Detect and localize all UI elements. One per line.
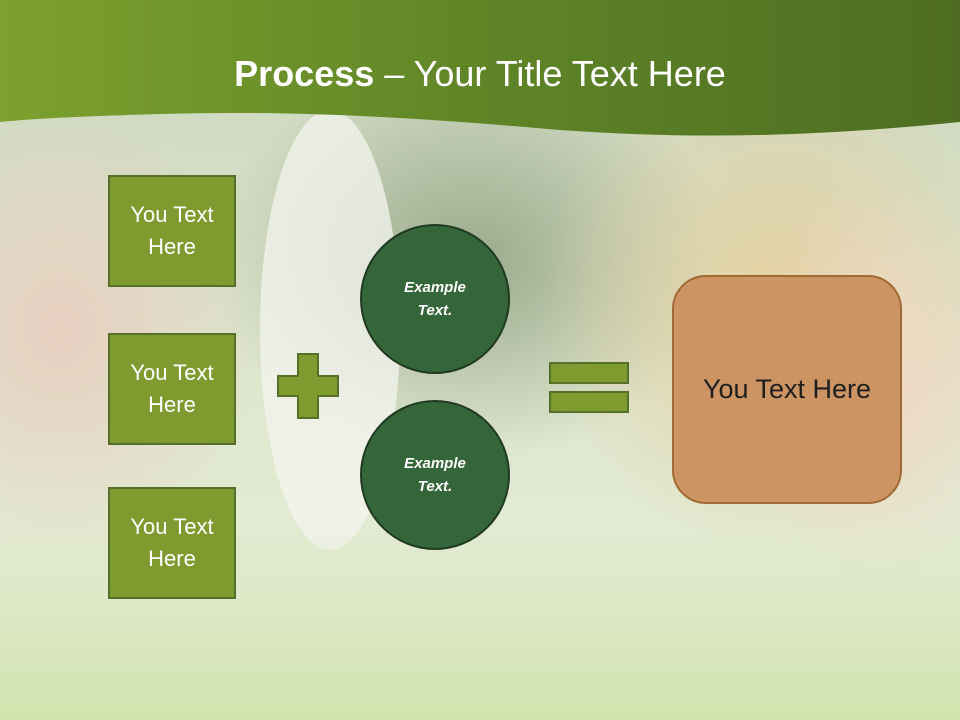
circle-label: Example Text. [404,279,466,319]
left-box-label: You Text Here [130,202,214,259]
page-title: Process – Your Title Text Here [0,52,960,96]
title-bold: Process [234,53,375,94]
left-box-1[interactable]: You Text Here [108,175,236,287]
header-band [0,0,960,136]
plus-icon [277,353,339,419]
left-box-label: You Text Here [130,360,214,417]
title-rest: – Your Title Text Here [374,53,726,94]
left-box-2[interactable]: You Text Here [108,333,236,445]
circle-label: Example Text. [404,455,466,495]
left-box-label: You Text Here [130,514,214,571]
example-circle-1[interactable]: Example Text. [360,224,510,374]
result-box[interactable]: You Text Here [672,275,902,504]
left-box-3[interactable]: You Text Here [108,487,236,599]
result-box-label: You Text Here [702,374,872,404]
example-circle-2[interactable]: Example Text. [360,400,510,550]
equals-icon [549,362,629,413]
